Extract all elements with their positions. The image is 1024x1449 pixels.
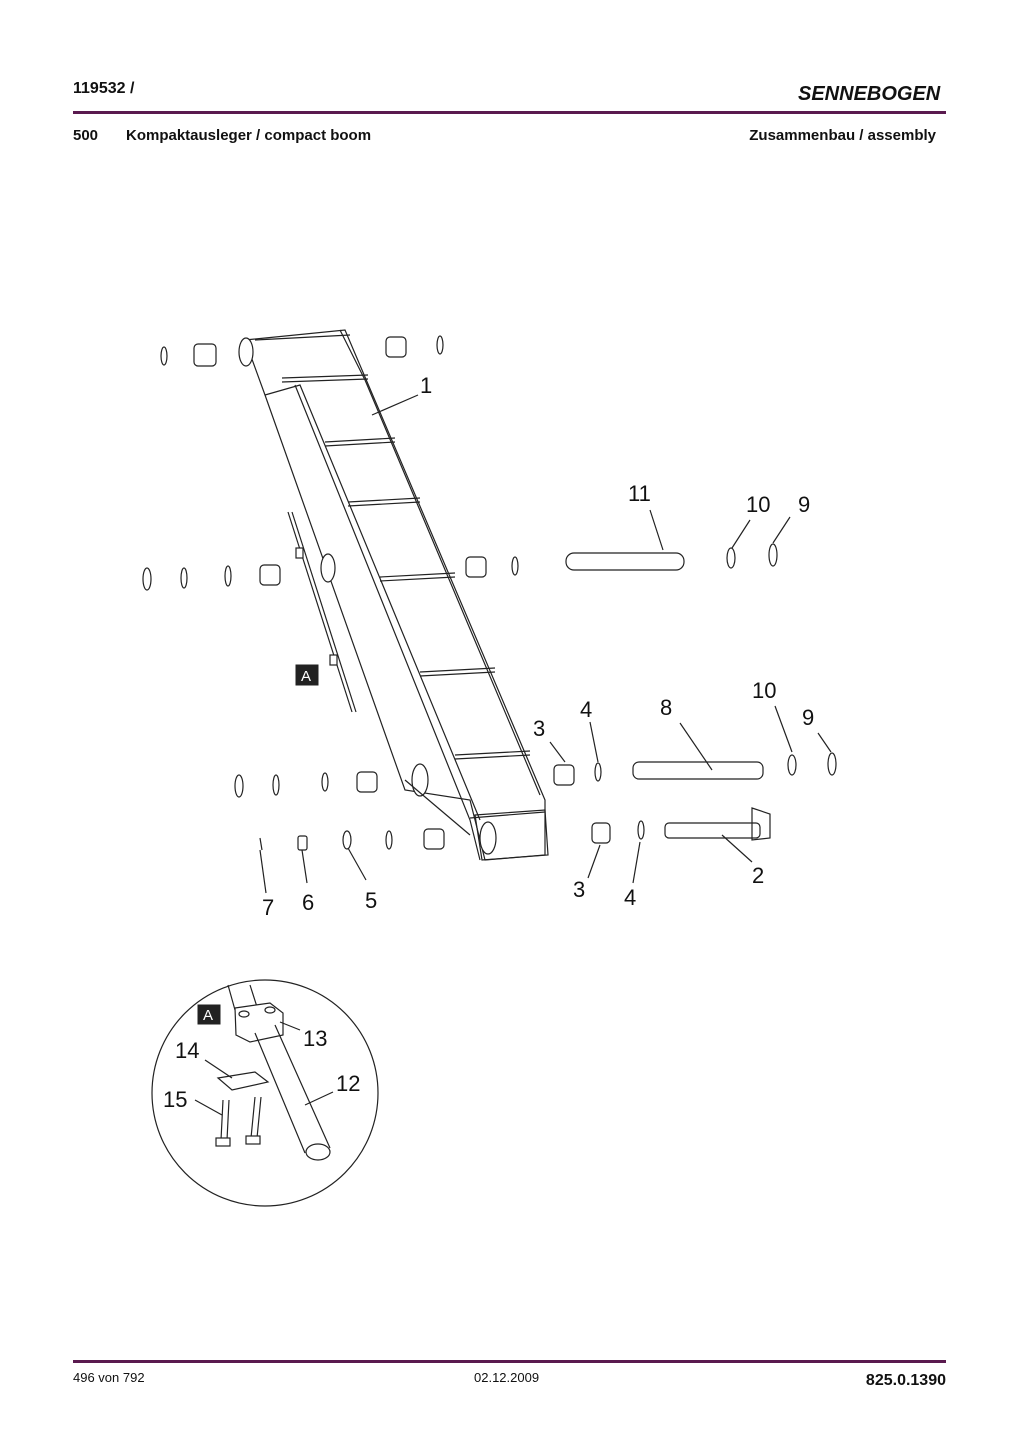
section-title: Kompaktausleger / compact boom [126,127,372,144]
top-bushings [160,335,444,367]
rod-assembly-a: A [287,511,357,713]
document-number: 119532 / [73,80,135,97]
label-5: 5 [365,888,377,913]
document-date: 02.12.2009 [474,1370,540,1385]
document-code: 825.0.1390 [865,1372,946,1389]
sennebogen-logo: SENNEBOGEN [798,83,941,105]
label-12: 12 [336,1071,360,1096]
label-7: 7 [262,895,274,920]
label-9a: 9 [798,492,810,517]
label-4a: 4 [580,697,592,722]
label-1: 1 [420,373,432,398]
label-2: 2 [752,863,764,888]
page-number: 496 von 792 [73,1370,145,1385]
label-10b: 10 [752,678,776,703]
label-11: 11 [628,481,651,506]
header-rule [73,111,946,114]
section-view: Zusammenbau / assembly [749,127,936,144]
label-3a: 3 [533,716,545,741]
footer-rule [73,1360,946,1363]
middle-left-parts [142,556,519,591]
detail-a-view: A 13 14 12 15 [151,979,379,1207]
boom-structure [238,329,549,861]
brand-text: SENNEBOGEN [798,83,941,105]
label-13: 13 [303,1026,327,1051]
leader-lines [259,394,832,894]
section-number: 500 [73,127,99,144]
label-8: 8 [660,695,672,720]
label-9b: 9 [802,705,814,730]
label-6: 6 [302,890,314,915]
label-10a: 10 [746,492,770,517]
label-14: 14 [175,1038,199,1063]
detail-a-tag: A [203,1007,213,1024]
detail-tag-a: A [301,668,311,685]
lower-left-parts [234,771,445,851]
lower-right-parts [553,752,837,844]
pin-11-assembly [565,543,778,571]
label-3b: 3 [573,877,585,902]
part-labels: 1 2 3 3 4 4 5 6 7 8 9 9 10 10 11 [262,373,814,920]
label-4b: 4 [624,885,636,910]
label-15: 15 [163,1087,187,1112]
